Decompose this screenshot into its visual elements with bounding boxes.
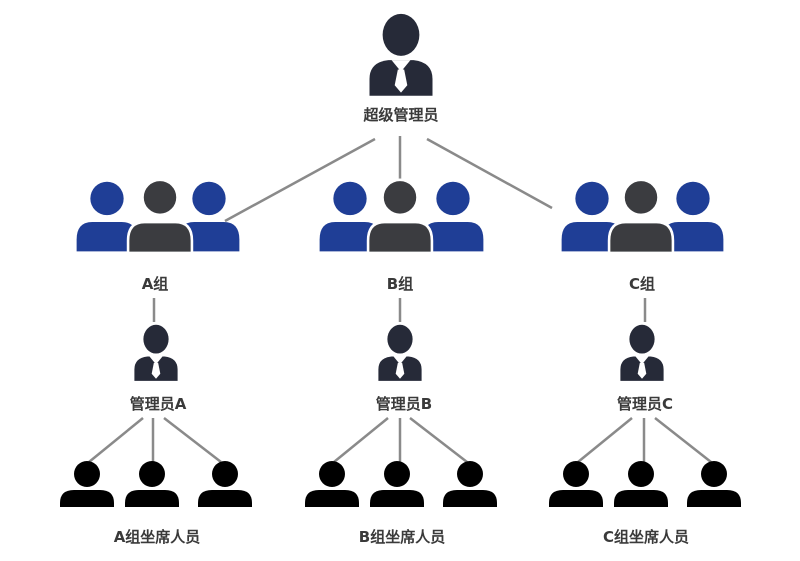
group-a-people-icon	[76, 178, 240, 255]
connector-manager-a-agent	[163, 417, 222, 463]
connector-manager-c-agent	[654, 417, 712, 463]
connector-manager-a-agent	[88, 417, 144, 463]
manager-b-label: 管理员B	[375, 395, 433, 413]
group-a-label: A组	[141, 275, 169, 293]
super-admin-icon	[369, 13, 433, 96]
connector-to-group-a	[224, 137, 376, 223]
group-b-label: B组	[386, 275, 414, 293]
connector-manager-c-agent	[577, 417, 633, 463]
group-b-agents-icon	[305, 461, 497, 507]
manager-b-icon	[378, 324, 422, 381]
manager-a-icon	[134, 324, 178, 381]
group-b-agents-label: B组坐席人员	[358, 528, 446, 546]
group-c-people-icon	[561, 178, 724, 255]
connector-to-group-c	[426, 137, 553, 210]
group-c-agents-icon	[549, 461, 741, 507]
group-c-label: C组	[628, 275, 656, 293]
manager-a-label: 管理员A	[129, 395, 187, 413]
connector-manager-b-agent	[333, 417, 389, 463]
group-a-agents-icon	[60, 461, 252, 507]
group-c-agents-label: C组坐席人员	[602, 528, 690, 546]
connector-manager-b-agent	[409, 417, 468, 463]
connectors	[88, 136, 712, 463]
super-admin-label: 超级管理员	[363, 106, 439, 124]
manager-c-label: 管理员C	[616, 395, 674, 413]
group-b-people-icon	[319, 178, 484, 255]
group-a-agents-label: A组坐席人员	[113, 528, 201, 546]
manager-c-icon	[620, 324, 664, 381]
